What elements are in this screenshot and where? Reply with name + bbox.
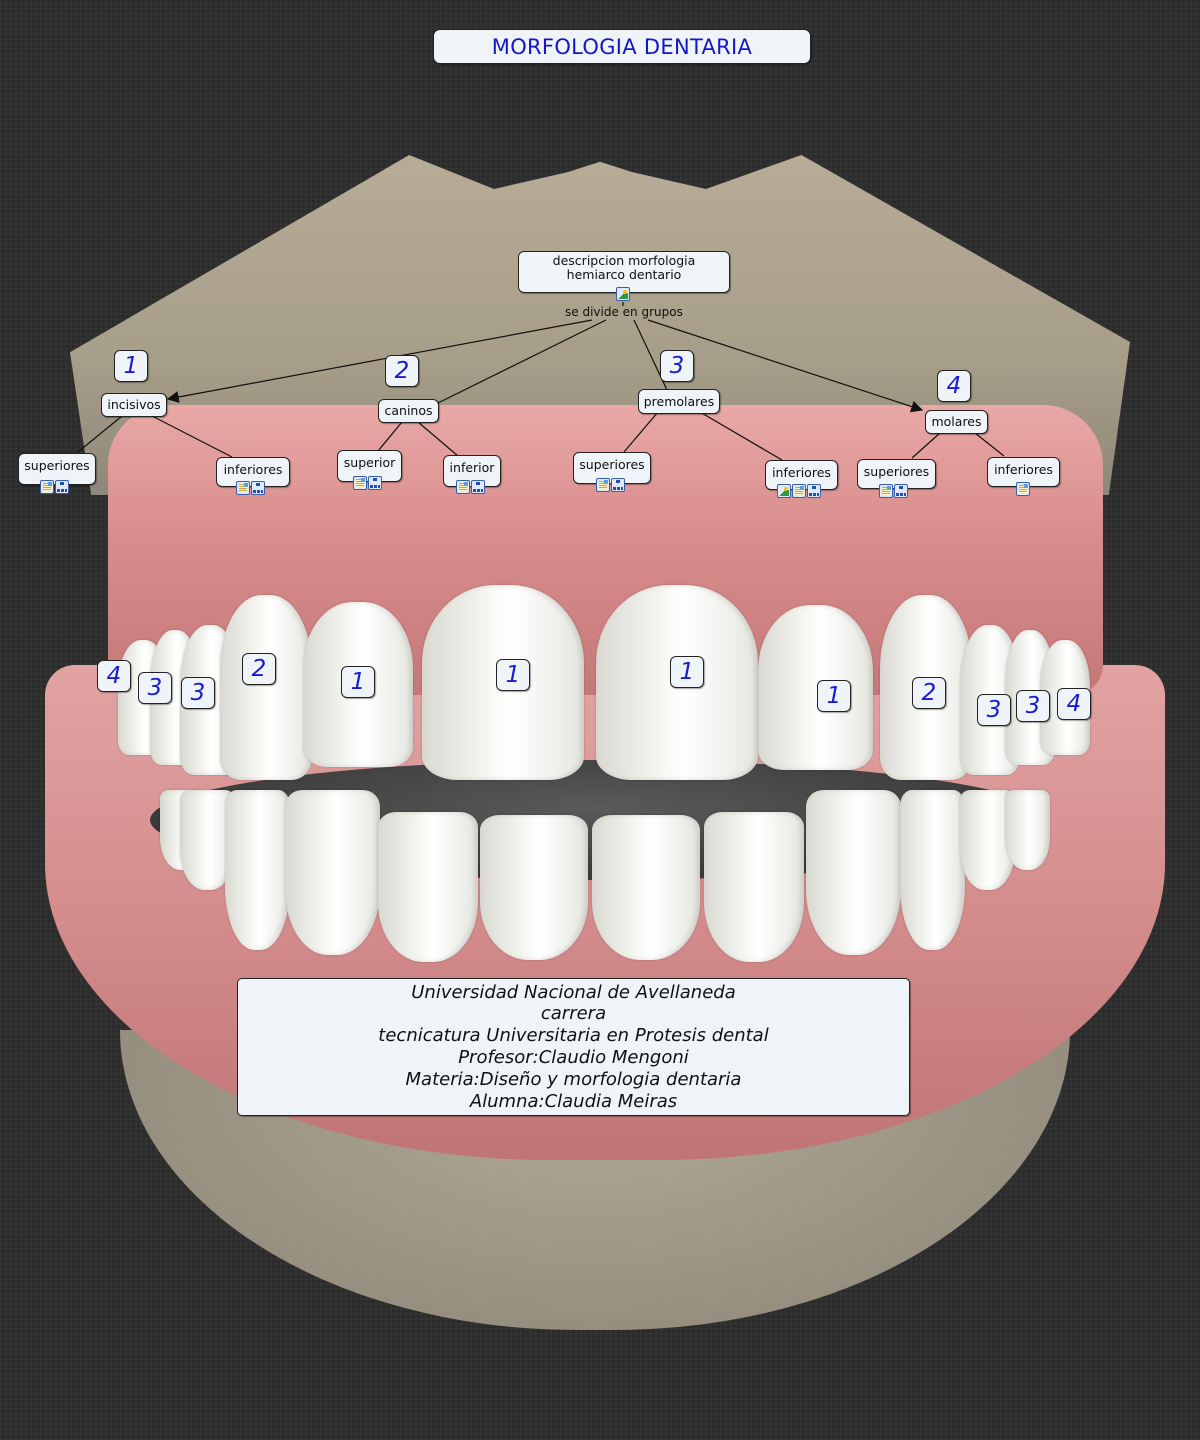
resource-icons[interactable] [777, 484, 821, 498]
resource-icons[interactable] [596, 478, 625, 492]
resource-icons[interactable] [456, 480, 485, 494]
concept-map-icon[interactable] [807, 484, 821, 498]
concept-premolares[interactable]: premolares [638, 389, 720, 414]
concept-molares[interactable]: molares [925, 410, 988, 434]
resource-icons[interactable] [236, 481, 265, 495]
concept-caninos[interactable]: caninos [378, 399, 439, 423]
tooth-label: 1 [817, 680, 851, 712]
link-phrase: se divide en grupos [565, 305, 683, 319]
group-number-1: 1 [114, 350, 148, 382]
page-title: MORFOLOGIA DENTARIA [433, 29, 811, 64]
concept-map-icon[interactable] [251, 481, 265, 495]
subject-line: Materia:Diseño y morfologia dentaria [405, 1068, 742, 1090]
node-label: inferiores [772, 465, 831, 480]
document-icon[interactable] [353, 476, 367, 490]
concept-incisivos[interactable]: incisivos [101, 393, 167, 417]
tooth-label: 4 [97, 660, 131, 692]
node-label: superiores [579, 457, 645, 472]
concept-incisivos-inferiores[interactable]: inferiores [216, 457, 290, 487]
root-concept-label: descripcion morfologia hemiarco dentario [552, 253, 696, 282]
group-number-2: 2 [385, 355, 419, 387]
concept-map-icon[interactable] [611, 478, 625, 492]
resource-icons[interactable] [1016, 482, 1030, 496]
concept-molares-superiores[interactable]: superiores [857, 459, 936, 489]
career-line: tecnicatura Universitaria en Protesis de… [378, 1025, 769, 1047]
professor-line: Profesor:Claudio Mengoni [458, 1047, 689, 1068]
group-number-4: 4 [937, 370, 971, 402]
credits-box: Universidad Nacional de Avellaneda carre… [237, 978, 910, 1116]
tooth-label: 1 [496, 659, 530, 691]
node-label: inferiores [994, 462, 1053, 477]
concept-map-icon[interactable] [471, 480, 485, 494]
document-icon[interactable] [596, 478, 610, 492]
root-resources[interactable] [616, 286, 630, 305]
tooth-label: 4 [1057, 688, 1091, 720]
concept-map-icon[interactable] [55, 480, 69, 494]
node-label: inferior [449, 460, 495, 475]
document-icon[interactable] [879, 484, 893, 498]
image-icon[interactable] [777, 484, 791, 498]
concept-incisivos-superiores[interactable]: superiores [18, 453, 96, 485]
node-label: superior [343, 455, 396, 470]
document-icon[interactable] [792, 484, 806, 498]
concept-premolares-superiores[interactable]: superiores [573, 452, 651, 484]
tooth-label: 2 [912, 677, 946, 709]
node-label: superiores [863, 464, 930, 479]
tooth-label: 2 [242, 653, 276, 685]
university-line: Universidad Nacional de Avellaneda [411, 981, 736, 1003]
document-icon[interactable] [236, 481, 250, 495]
student-line: Alumna:Claudia Meiras [469, 1090, 678, 1112]
tooth-label: 3 [977, 694, 1011, 726]
node-label: superiores [24, 458, 90, 473]
concept-map-icon[interactable] [368, 476, 382, 490]
image-icon[interactable] [616, 287, 630, 301]
concept-map-icon[interactable] [894, 484, 908, 498]
root-concept-node[interactable]: descripcion morfologia hemiarco dentario [518, 251, 730, 293]
career-label-line: carrera [540, 1003, 607, 1025]
node-label: inferiores [223, 462, 283, 477]
document-icon[interactable] [40, 480, 54, 494]
tooth-label: 3 [181, 677, 215, 709]
resource-icons[interactable] [879, 484, 908, 498]
tooth-label: 3 [1016, 690, 1050, 722]
document-icon[interactable] [1016, 482, 1030, 496]
resource-icons[interactable] [40, 480, 69, 494]
group-number-3: 3 [660, 350, 694, 382]
tooth-label: 3 [138, 672, 172, 704]
document-icon[interactable] [456, 480, 470, 494]
tooth-label: 1 [670, 656, 704, 688]
tooth-label: 1 [341, 666, 375, 698]
resource-icons[interactable] [353, 476, 382, 490]
